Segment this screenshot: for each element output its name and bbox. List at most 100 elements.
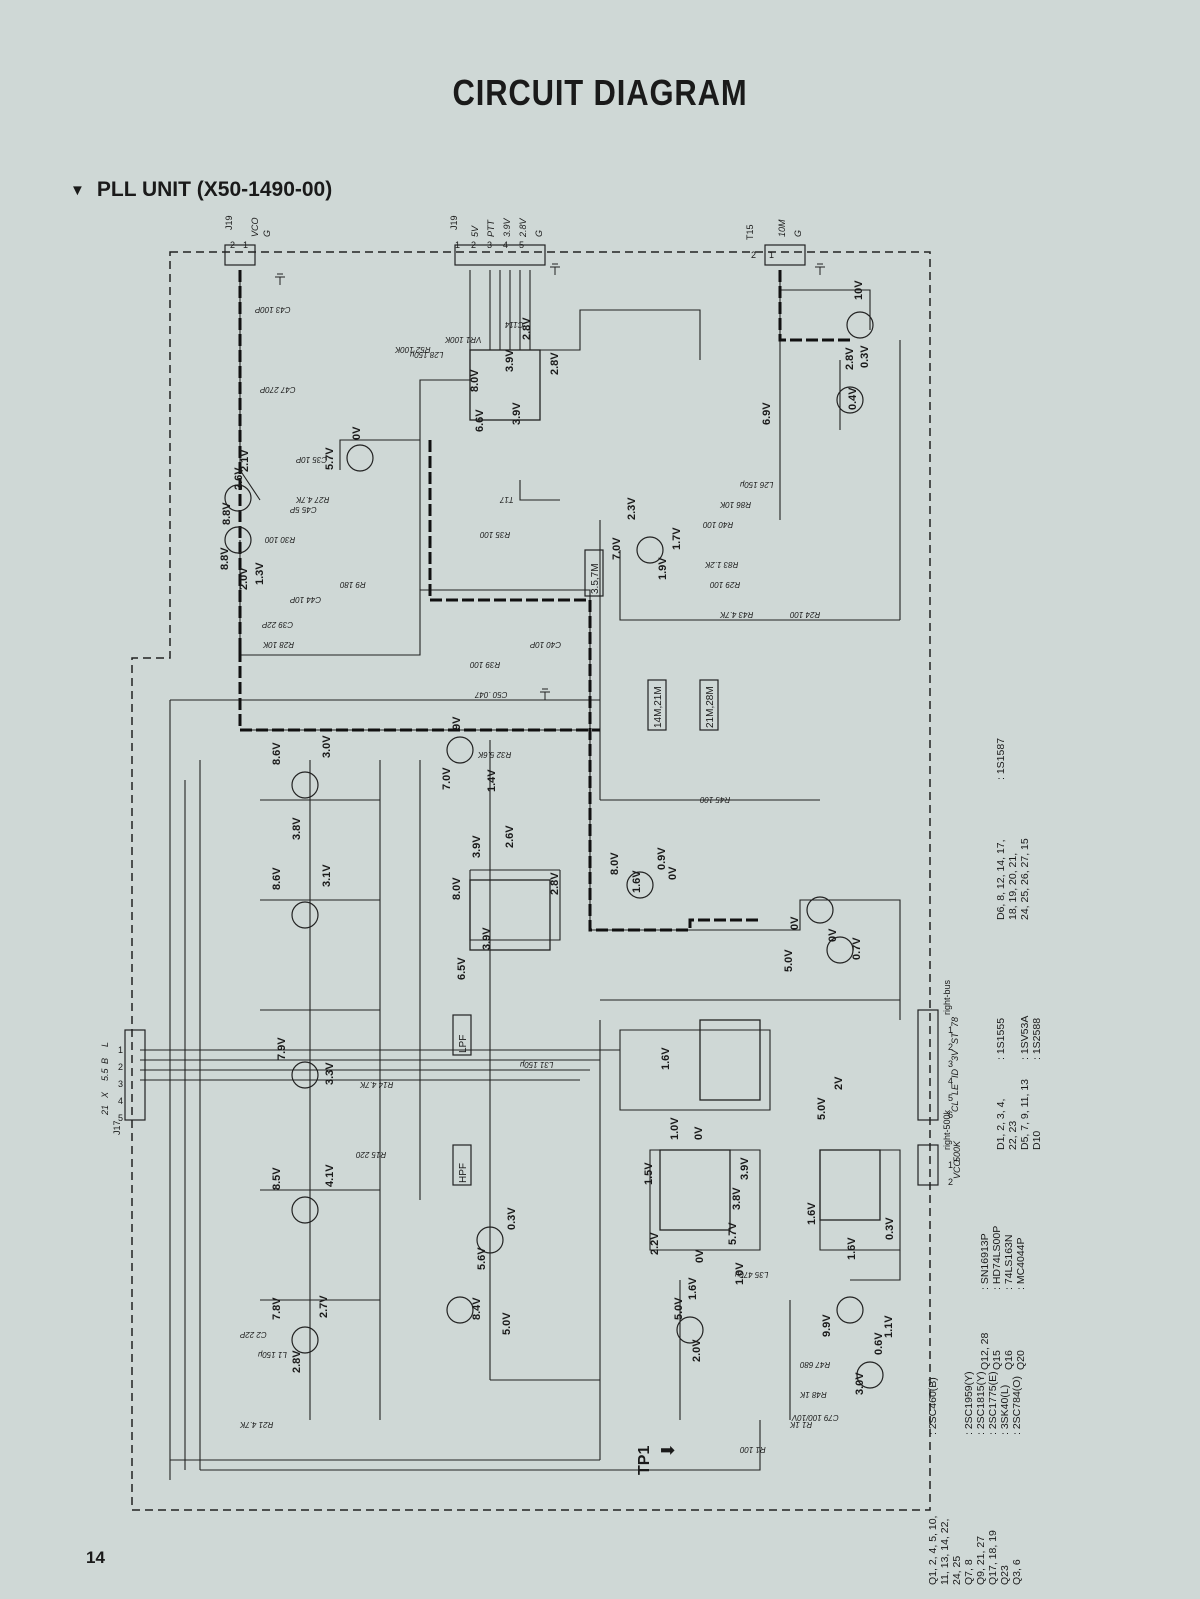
voltage-label: 8.5V xyxy=(271,1167,283,1190)
connector-pin: 3 xyxy=(487,240,493,250)
test-point-label: TP1 xyxy=(636,1445,653,1475)
voltage-label: 1.7V xyxy=(671,527,683,550)
voltage-label: 7.8V xyxy=(271,1297,283,1320)
connector-signal: G xyxy=(262,229,272,237)
legend-part: : 2SC460(B) xyxy=(927,1377,939,1435)
voltage-label: 8.6V xyxy=(271,867,283,890)
board-outline xyxy=(131,251,931,1511)
component-label: R47 680 xyxy=(800,1360,831,1369)
component-label: R86 10K xyxy=(720,500,752,509)
connector-signal: B xyxy=(100,1057,110,1064)
component-label: C114 xyxy=(505,320,524,329)
voltage-label: 8.8V xyxy=(221,502,233,525)
component-label: R83 1.2K xyxy=(705,560,739,569)
connector-signal: 5.5 xyxy=(100,1068,110,1081)
voltage-label: 2.8V xyxy=(549,872,561,895)
component-label: C45 5P xyxy=(290,505,317,514)
voltage-label: 3.9V xyxy=(511,402,523,425)
voltage-label: 0V xyxy=(694,1249,706,1263)
connector-signal: G xyxy=(793,229,803,237)
connector-signal: 3.9V xyxy=(502,218,512,237)
voltage-label: 8.0V xyxy=(451,877,463,900)
voltage-label: 1.6V xyxy=(660,1047,672,1070)
voltage-label: 0V xyxy=(693,1126,705,1140)
arrow-right-icon: ➡ xyxy=(660,1440,676,1460)
voltage-label: 2.8V xyxy=(844,347,856,370)
voltage-label: 5.0V xyxy=(501,1312,513,1335)
voltage-label: 0V xyxy=(351,426,363,440)
component-label: C35 10P xyxy=(296,455,328,464)
voltage-label: 8.6V xyxy=(271,742,283,765)
connector-pin: 6 xyxy=(948,1110,954,1120)
voltage-label: 3.0V xyxy=(854,1372,866,1395)
voltage-label: 7.0V xyxy=(441,767,453,790)
connector-signal: ID xyxy=(950,1069,960,1078)
component-label: C44 10P xyxy=(290,595,322,604)
connector-pin: 2 xyxy=(751,250,757,260)
block-label: HPF xyxy=(458,1163,469,1183)
legend-refs: 24, 25, 26, 27, 15 xyxy=(1019,838,1031,920)
voltage-label: 3.8V xyxy=(731,1187,743,1210)
voltage-label: 3.9V xyxy=(739,1157,751,1180)
voltage-label: 2.7V xyxy=(318,1295,330,1318)
connector-pin: 1 xyxy=(243,240,249,250)
connector-pin: 2 xyxy=(948,1042,954,1052)
connector-pin: 1 xyxy=(948,1025,954,1035)
connector-pin: 5 xyxy=(519,240,525,250)
voltage-label: 1.6V xyxy=(806,1202,818,1225)
legend-refs: Q20 xyxy=(1015,1350,1027,1370)
voltage-label: 8.0V xyxy=(469,369,481,392)
voltage-label: 0.6V xyxy=(873,1332,885,1355)
component-label: L28 150μ xyxy=(410,350,444,359)
voltage-label: 2V xyxy=(833,1076,845,1090)
connector-signal: LE xyxy=(950,1083,960,1095)
voltage-label: 1.4V xyxy=(486,769,498,792)
component-label: R9 180 xyxy=(340,580,366,589)
connector-pin: 5 xyxy=(118,1113,124,1123)
voltage-label: 1.5V xyxy=(643,1162,655,1185)
connector-id: T15 xyxy=(745,224,755,240)
component-label: R39 100 xyxy=(470,660,501,669)
voltage-label: 6.5V xyxy=(456,957,468,980)
component-label: C43 100P xyxy=(255,305,291,314)
voltage-label: 3.9V xyxy=(471,835,483,858)
voltage-label: 7.9V xyxy=(276,1037,288,1060)
component-label: L1 150μ xyxy=(258,1350,287,1359)
voltage-label: 1.9V xyxy=(657,557,669,580)
legend-part: : 1S2588 xyxy=(1031,1017,1043,1060)
connector-signal: PTT xyxy=(486,220,496,237)
component-label: C47 270P xyxy=(260,385,296,394)
connector-pin: 5 xyxy=(948,1093,954,1103)
connector-pin: 4 xyxy=(948,1076,954,1086)
component-label: R1 100 xyxy=(740,1445,766,1454)
connector-pin: 3 xyxy=(948,1059,954,1069)
connector-pin: 2 xyxy=(118,1062,124,1072)
voltage-label: 2.0V xyxy=(691,1339,703,1362)
connector-signal: 5V xyxy=(470,225,480,237)
voltage-label: 8.8V xyxy=(219,547,231,570)
component-label: R30 100 xyxy=(265,535,296,544)
component-label: C50 .047 xyxy=(475,690,508,699)
voltage-label: 10V xyxy=(853,280,865,300)
connector-pin: 1 xyxy=(455,240,461,250)
voltage-label: 8.4V xyxy=(471,1297,483,1320)
connector-pin: 1 xyxy=(769,250,775,260)
component-label: R45 100 xyxy=(700,795,731,804)
voltage-label: 3.0V xyxy=(321,735,333,758)
voltage-label: 6.9V xyxy=(761,402,773,425)
component-label: L31 150μ xyxy=(520,1060,554,1069)
connector-signal: 78 xyxy=(950,1016,960,1027)
voltage-label: 0.3V xyxy=(506,1207,518,1230)
connector-signal: 10M xyxy=(777,219,787,237)
voltage-label: 0V xyxy=(827,928,839,942)
component-label: C39 22P xyxy=(262,620,294,629)
legend-refs: D10 xyxy=(1031,1130,1043,1150)
component-label: VR1 100K xyxy=(445,335,482,344)
voltage-label: 1.3V xyxy=(254,562,266,585)
voltage-label: 2.1V xyxy=(239,449,251,472)
voltage-label: 3.9V xyxy=(481,927,493,950)
voltage-label: 2.6V xyxy=(504,825,516,848)
connector-signal: 2.8V xyxy=(518,218,528,237)
voltage-label: 1.0V xyxy=(669,1117,681,1140)
